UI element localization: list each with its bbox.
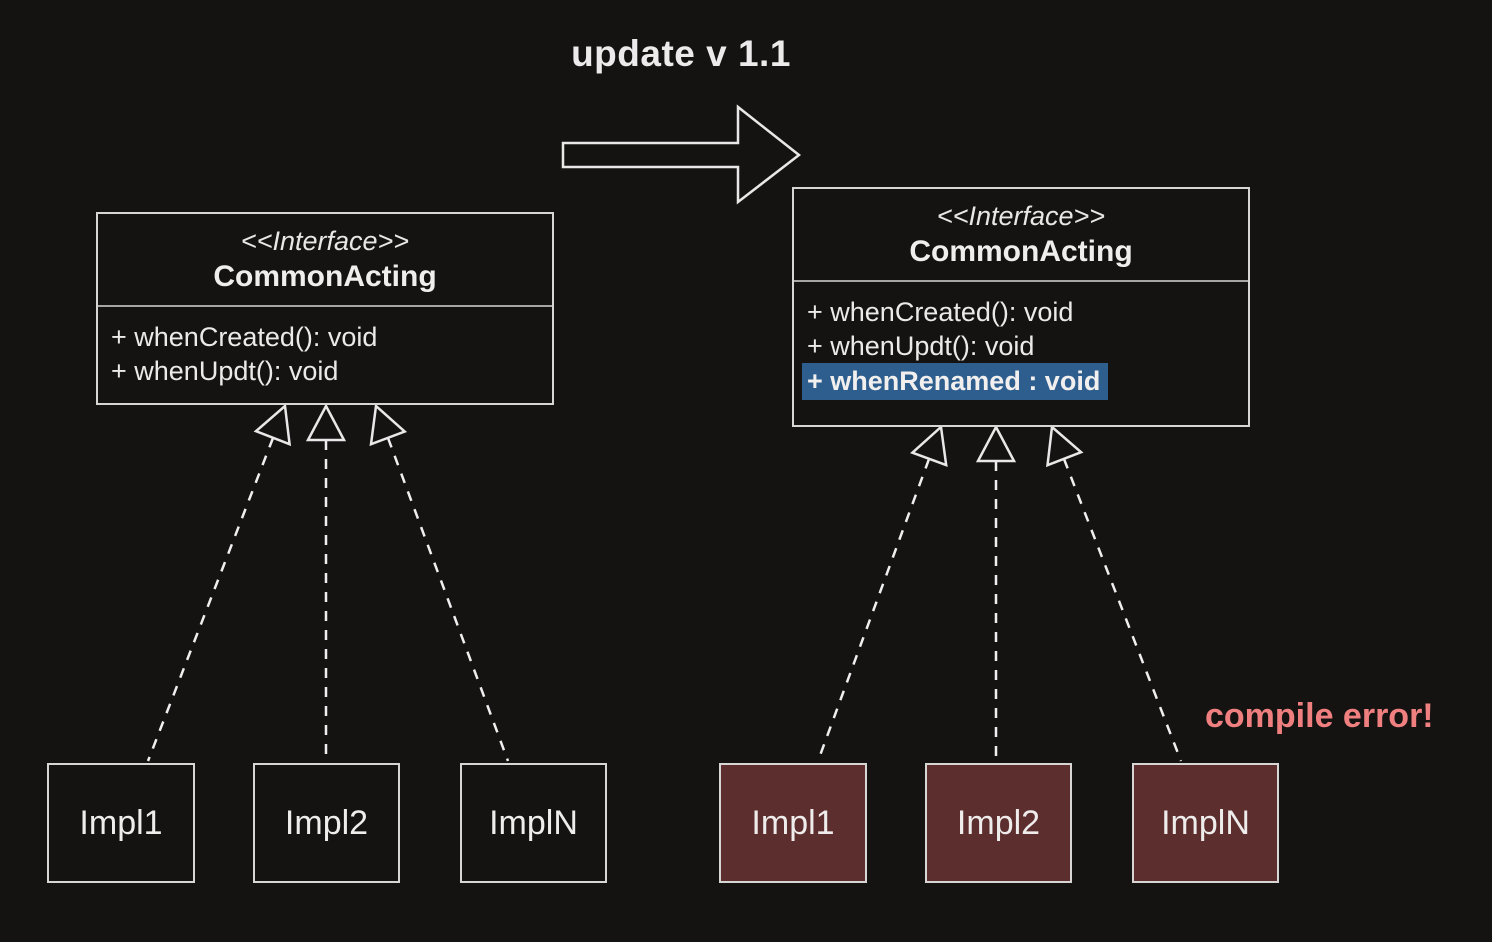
method-item: + whenCreated(): void bbox=[807, 297, 1074, 327]
realization-arrowhead-icon bbox=[1046, 424, 1084, 468]
interface-header: <<Interface>> CommonActing bbox=[794, 189, 1248, 282]
realization-arrowhead-icon bbox=[975, 424, 1017, 463]
realization-edge bbox=[146, 437, 275, 762]
update-arrow-icon bbox=[561, 104, 802, 205]
realization-edge bbox=[386, 437, 510, 762]
impl-box-after-n: ImplN bbox=[1132, 763, 1279, 883]
impl-box-before-2: Impl2 bbox=[253, 763, 400, 883]
impl-label: Impl1 bbox=[751, 803, 835, 842]
added-method-highlight: + whenRenamed : void bbox=[802, 363, 1109, 400]
compile-error-annotation: compile error! bbox=[1205, 697, 1434, 735]
realization-arrowhead-icon bbox=[910, 424, 948, 467]
impl-label: Impl2 bbox=[284, 803, 369, 842]
impl-box-before-n: ImplN bbox=[460, 763, 607, 883]
method-item-added: + whenRenamed : void bbox=[802, 363, 1238, 403]
realization-edge bbox=[816, 458, 931, 762]
interface-name: CommonActing bbox=[909, 234, 1133, 268]
interface-methods: + whenCreated(): void + whenUpdt(): void… bbox=[794, 282, 1248, 403]
method-item: + whenUpdt(): void bbox=[111, 356, 339, 386]
realization-arrowhead-icon bbox=[305, 403, 347, 442]
realization-edge bbox=[1062, 458, 1183, 762]
impl-box-after-1: Impl1 bbox=[719, 763, 867, 883]
interface-box-before: <<Interface>> CommonActing + whenCreated… bbox=[96, 212, 554, 405]
realization-arrowhead-icon bbox=[253, 403, 292, 447]
method-item: + whenCreated(): void bbox=[111, 322, 378, 352]
impl-box-after-2: Impl2 bbox=[925, 763, 1072, 883]
diagram-title: update v 1.1 bbox=[571, 33, 791, 74]
interface-methods: + whenCreated(): void + whenUpdt(): void bbox=[98, 307, 552, 388]
impl-label: Impl2 bbox=[956, 803, 1041, 842]
method-item: + whenUpdt(): void bbox=[807, 331, 1035, 361]
interface-stereotype: <<Interface>> bbox=[240, 225, 410, 256]
impl-label: ImplN bbox=[489, 803, 578, 842]
realization-arrowhead-icon bbox=[369, 403, 408, 447]
interface-header: <<Interface>> CommonActing bbox=[98, 214, 552, 307]
interface-box-after: <<Interface>> CommonActing + whenCreated… bbox=[792, 187, 1250, 427]
interface-name: CommonActing bbox=[213, 259, 437, 293]
interface-stereotype: <<Interface>> bbox=[936, 200, 1106, 231]
impl-label: Impl1 bbox=[79, 803, 163, 842]
impl-box-before-1: Impl1 bbox=[47, 763, 195, 883]
impl-label: ImplN bbox=[1161, 803, 1250, 842]
